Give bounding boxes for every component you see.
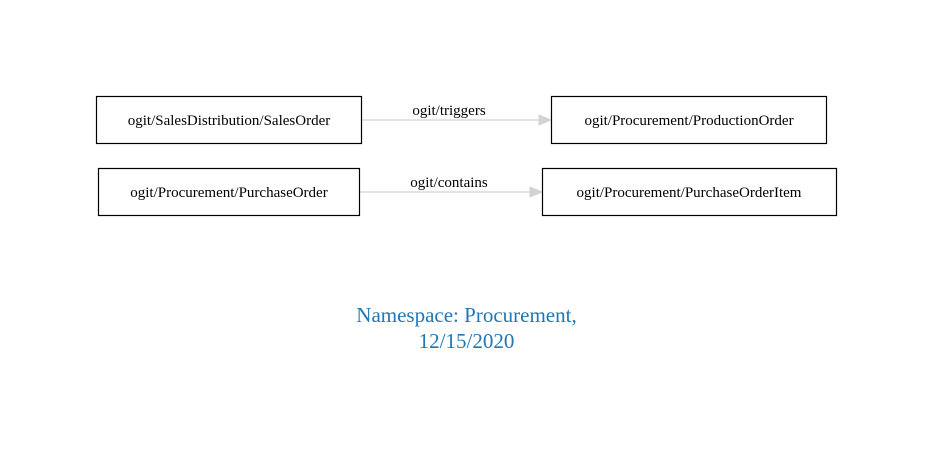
node-purchase-order-item[interactable]: ogit/Procurement/PurchaseOrderItem — [541, 167, 838, 217]
node-label-production-order: ogit/Procurement/ProductionOrder — [584, 113, 793, 129]
edge-label-contains: ogit/contains — [410, 175, 488, 191]
node-label-purchase-order: ogit/Procurement/PurchaseOrder — [130, 185, 327, 201]
caption-date: 12/15/2020 — [418, 329, 515, 353]
node-sales-order[interactable]: ogit/SalesDistribution/SalesOrder — [95, 95, 363, 145]
node-purchase-order[interactable]: ogit/Procurement/PurchaseOrder — [97, 167, 361, 217]
edge-triggers: ogit/triggers — [362, 103, 553, 126]
edge-label-triggers: ogit/triggers — [412, 103, 485, 119]
edge-contains: ogit/contains — [360, 175, 544, 198]
caption-namespace: Namespace: Procurement, — [356, 303, 577, 327]
node-label-sales-order: ogit/SalesDistribution/SalesOrder — [128, 113, 330, 129]
diagram-caption: Namespace: Procurement, 12/15/2020 — [0, 302, 933, 354]
node-production-order[interactable]: ogit/Procurement/ProductionOrder — [550, 95, 828, 145]
node-label-purchase-order-item: ogit/Procurement/PurchaseOrderItem — [577, 185, 802, 201]
